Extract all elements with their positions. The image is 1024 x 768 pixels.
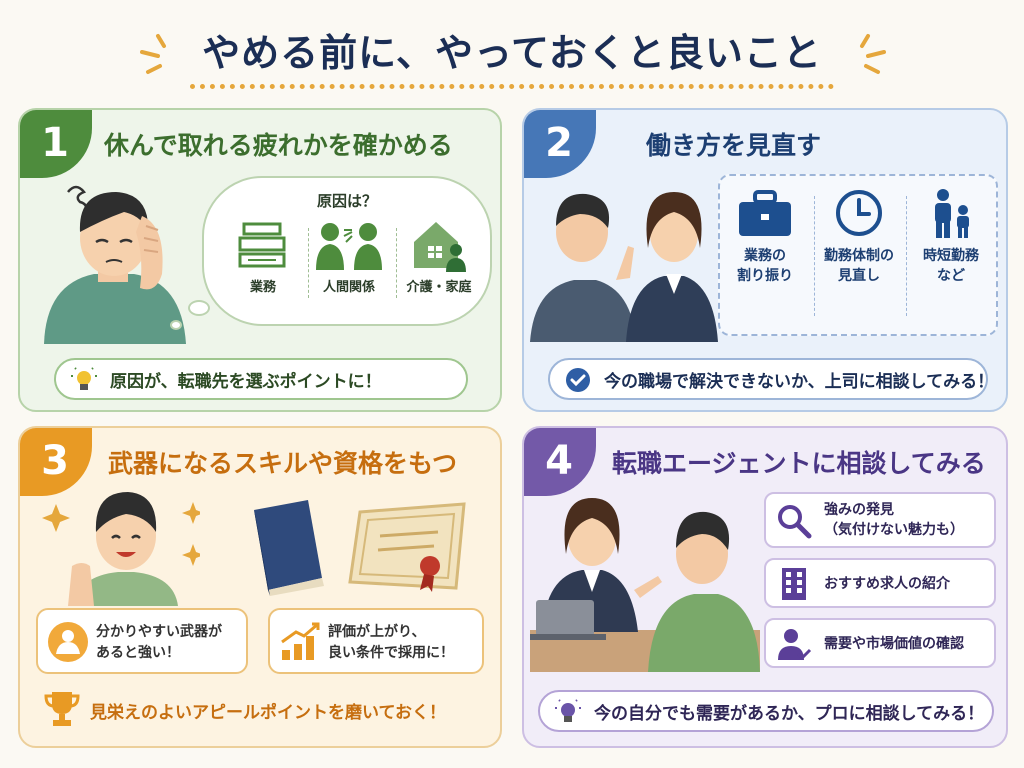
note-text: 良い条件で採用に！ <box>328 645 454 661</box>
causes-bubble-title: 原因は？ <box>316 192 377 210</box>
tired-man-illustration <box>44 185 186 344</box>
section-heading: 休んで取れる疲れかを確かめる <box>104 131 453 160</box>
section-number: 4 <box>524 428 596 496</box>
lightbulb-icon <box>555 699 581 722</box>
parent-child-icon <box>935 189 969 238</box>
note-text: 分かりやすい武器が <box>96 624 222 640</box>
thought-bubble-dot <box>188 300 210 316</box>
arguing-people-icon <box>316 223 382 270</box>
tip-banner: 今の職場で解決できないか、上司に相談してみる！ <box>548 358 994 400</box>
options-box: 業務の割り振り 勤務体制の見直し 時短勤務など <box>718 174 998 336</box>
house-person-icon <box>414 222 466 272</box>
title-underline <box>190 84 834 89</box>
note-clear-weapon: 分かりやすい武器があると強い！ <box>36 608 248 674</box>
magnifier-icon <box>778 505 812 539</box>
option-work-schedule: 勤務体制の見直し <box>814 188 904 286</box>
tip-banner: 見栄えのよいアピールポイントを磨いておく！ <box>38 686 486 732</box>
cause-work: 業務 <box>218 218 308 295</box>
thought-bubble-dot <box>170 320 182 330</box>
person-check-icon <box>778 629 812 661</box>
sparkle-icon <box>140 34 166 74</box>
option-short-hours: 時短勤務など <box>906 188 996 286</box>
tip-banner: 原因が、転職先を選ぶポイントに！ <box>54 358 468 400</box>
option-label: など <box>937 268 965 284</box>
option-label: 業務の <box>744 248 786 264</box>
section-3: 3 武器になるスキルや資格をもつ 分かりやすい武器があると強い！ <box>18 426 502 748</box>
section-1: 1 休んで取れる疲れかを確かめる 原因は？ 業務 <box>18 108 502 412</box>
note-text: あると強い！ <box>96 645 180 661</box>
tip-text: 見栄えのよいアピールポイントを磨いておく！ <box>90 703 446 723</box>
option-label: 見直し <box>838 268 880 284</box>
document-stack-icon <box>238 222 286 268</box>
feature-job-recommendation: おすすめ求人の紹介 <box>764 558 996 608</box>
section-heading: 働き方を見直す <box>646 131 822 160</box>
section-heading: 武器になるスキルや資格をもつ <box>108 449 458 478</box>
tip-text: 今の職場で解決できないか、上司に相談してみる！ <box>604 371 995 392</box>
feature-text: おすすめ求人の紹介 <box>824 576 950 592</box>
feature-strength-discovery: 強みの発見 （気付けない魅力も） <box>764 492 996 548</box>
section-number: 3 <box>20 428 92 496</box>
divider <box>396 228 397 298</box>
option-label: 割り振り <box>737 268 793 284</box>
note-better-conditions: 評価が上がり、良い条件で採用に！ <box>268 608 484 674</box>
feature-text: 需要や市場価値の確認 <box>824 636 964 652</box>
divider <box>308 228 309 298</box>
person-badge-icon <box>48 622 88 662</box>
briefcase-icon <box>739 190 791 236</box>
causes-bubble: 原因は？ 業務 人間関係 <box>202 176 492 326</box>
divider <box>814 196 815 316</box>
cause-family-care: 介護・家庭 <box>394 218 484 295</box>
book-icon <box>254 500 324 596</box>
cause-label: 介護・家庭 <box>406 280 472 295</box>
boss-consultation-illustration <box>530 192 718 342</box>
clock-icon <box>836 190 882 236</box>
header: やめる前に、やっておくと良いこと <box>0 8 1024 94</box>
trophy-icon <box>44 692 80 726</box>
section-number: 2 <box>524 110 596 178</box>
tip-text: 今の自分でも需要があるか、プロに相談してみる！ <box>594 703 985 724</box>
building-icon <box>782 568 806 600</box>
cause-relationships: 人間関係 <box>304 218 394 295</box>
check-circle-icon <box>566 368 590 392</box>
lightbulb-icon <box>71 367 97 390</box>
section-number: 1 <box>20 110 92 178</box>
confident-man-illustration <box>42 492 200 606</box>
section-2: 2 働き方を見直す 業務の割り振り 勤務体制の見直し <box>522 108 1008 412</box>
option-task-allocation: 業務の割り振り <box>720 188 810 286</box>
section-4: 4 転職エージェントに相談してみる 強みの発見 （気付けない魅力も） おすすめ求人… <box>522 426 1008 748</box>
note-text: 評価が上がり、 <box>328 624 426 640</box>
page-title: やめる前に、やっておくと良いこと <box>202 31 822 75</box>
feature-market-value: 需要や市場価値の確認 <box>764 618 996 668</box>
cause-label: 人間関係 <box>322 280 375 295</box>
feature-text: 強みの発見 <box>824 502 894 518</box>
cause-label: 業務 <box>249 280 276 295</box>
tip-banner: 今の自分でも需要があるか、プロに相談してみる！ <box>538 690 994 732</box>
feature-text: （気付けない魅力も） <box>824 522 964 538</box>
sparkle-icon <box>860 34 886 74</box>
tip-text: 原因が、転職先を選ぶポイントに！ <box>110 371 382 392</box>
rising-chart-icon <box>281 622 320 660</box>
certificate-icon <box>348 502 466 592</box>
option-label: 勤務体制の <box>824 248 894 264</box>
section-heading: 転職エージェントに相談してみる <box>612 449 986 478</box>
agent-consultation-illustration <box>530 498 760 672</box>
divider <box>906 196 907 316</box>
option-label: 時短勤務 <box>923 248 979 264</box>
